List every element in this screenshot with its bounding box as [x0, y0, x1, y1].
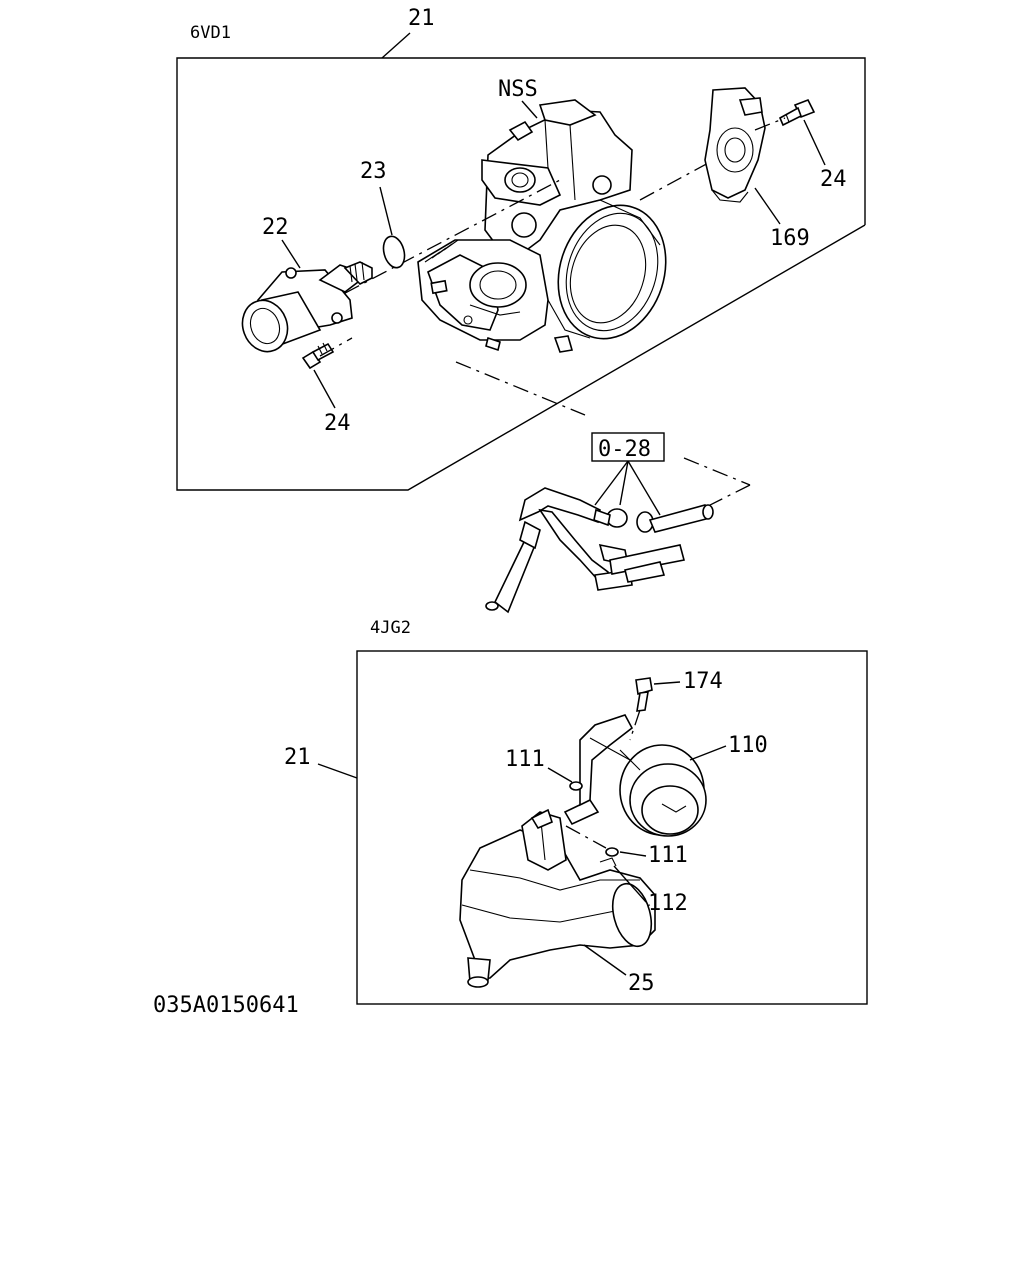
- label-22: 22: [262, 215, 289, 240]
- bottom-assembly-frame: [356, 650, 868, 1005]
- idle-air-control-valve: [241, 261, 373, 353]
- label-nss: NSS: [498, 77, 538, 102]
- label-110: 110: [728, 733, 768, 758]
- label-23: 23: [360, 159, 387, 184]
- label-24-left: 24: [324, 411, 351, 436]
- label-25: 25: [628, 971, 655, 996]
- label-21-bottom: 21: [284, 745, 311, 770]
- washer-lower: [605, 847, 619, 857]
- top-assembly-frame: [176, 57, 866, 491]
- throttle-position-sensor: [704, 87, 766, 203]
- label-24-right: 24: [820, 167, 847, 192]
- o-ring: [382, 235, 406, 269]
- vacuum-actuator: [563, 714, 707, 837]
- label-111-lower: 111: [648, 843, 688, 868]
- label-112: 112: [648, 891, 688, 916]
- engine-label-bottom: 4JG2: [370, 618, 411, 638]
- label-21-top: 21: [408, 6, 435, 31]
- clip: [599, 857, 617, 867]
- bolt-174: [635, 677, 653, 712]
- engine-label-top: 6VD1: [190, 23, 231, 43]
- coolant-hose-assembly: [485, 487, 714, 614]
- thermostat-housing: [459, 808, 656, 988]
- reference-box: 0-28: [591, 432, 665, 462]
- label-111-upper: 111: [505, 747, 545, 772]
- drawing-code: 035A0150641: [153, 993, 299, 1018]
- bolt-left: [301, 342, 335, 370]
- reference-box-label: 0-28: [598, 437, 651, 462]
- washer-upper: [569, 781, 583, 791]
- label-174: 174: [683, 669, 723, 694]
- throttle-body: [417, 99, 667, 353]
- label-169: 169: [770, 226, 810, 251]
- bolt-right: [778, 98, 816, 127]
